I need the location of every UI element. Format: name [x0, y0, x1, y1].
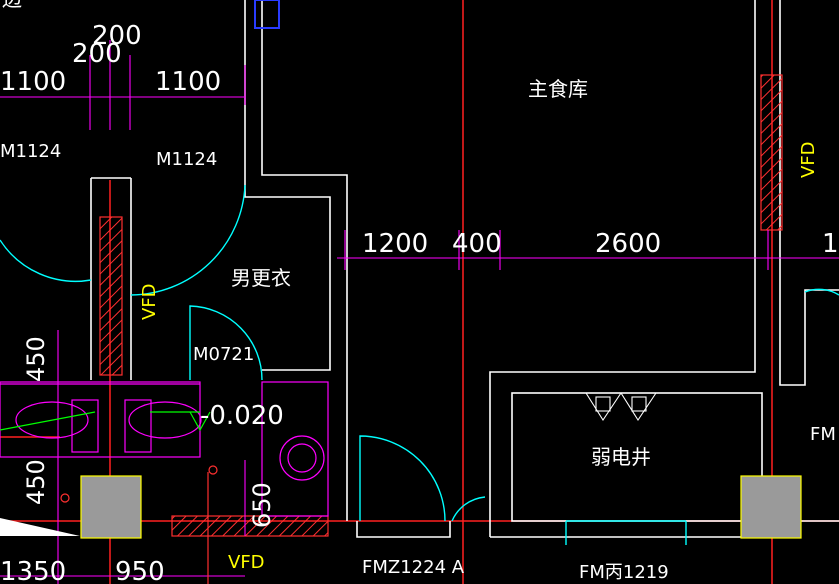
door-tag-fmb1219: FM丙1219	[579, 562, 669, 583]
door-swing-shaft	[565, 520, 687, 545]
door-tag-m1124-right: M1124	[156, 149, 217, 170]
urinal-left	[15, 401, 89, 439]
cut-text-top-left: 边	[2, 0, 22, 11]
hatched-walls	[99, 74, 783, 537]
room-name-main-storage: 主食库	[528, 77, 588, 101]
dim-text-200-a: 200	[92, 21, 142, 51]
hatch-wall-right	[760, 74, 783, 231]
floor-drain-right	[208, 465, 218, 475]
wall-storage-right	[779, 0, 839, 386]
dim-text-200-b: 200	[72, 39, 122, 69]
door-swing-m0721	[189, 305, 263, 381]
fixture-frame-left	[0, 381, 201, 458]
door-swing-m1124-right	[130, 184, 246, 296]
equipment-box-a	[595, 396, 611, 412]
columns	[80, 475, 802, 539]
dim-text-400: 400	[452, 229, 502, 259]
vfd-label-bottom: VFD	[228, 552, 265, 573]
dim-text-cut-1: 1	[822, 229, 839, 259]
floor-drain-left	[60, 493, 70, 503]
hatch-wall-left	[99, 216, 123, 376]
dim-text-650: 650	[248, 482, 276, 528]
vfd-label-middle: VFD	[139, 283, 160, 320]
walls	[90, 0, 839, 538]
level-marker	[0, 411, 211, 432]
dim-text-1100-b: 1100	[155, 67, 221, 97]
dim-text-2600: 2600	[595, 229, 661, 259]
door-tag-m1124-left: M1124	[0, 141, 61, 162]
doors	[0, 184, 839, 545]
wall-corridor	[261, 0, 348, 521]
dim-text-1350: 1350	[0, 557, 66, 584]
door-tag-fmz1224a: FMZ1224 A	[362, 557, 465, 578]
urinal-tank-left	[71, 399, 99, 453]
shaft-equipment	[585, 392, 657, 422]
wall-storage-bottom	[489, 0, 756, 537]
fixtures	[0, 381, 329, 584]
fixture-frame-right	[261, 381, 329, 517]
equipment-triangle-b	[620, 392, 657, 422]
wall-storage-left	[356, 521, 451, 538]
dim-text-950: 950	[115, 557, 165, 584]
urinal-middle	[128, 401, 202, 439]
room-name-men-locker: 男更衣	[231, 266, 291, 290]
room-name-weak-shaft: 弱电井	[591, 445, 651, 469]
dim-text-1200: 1200	[362, 229, 428, 259]
dim-text-1100-a: 1100	[0, 67, 66, 97]
equipment-triangle-a	[585, 392, 622, 422]
column-right	[740, 475, 802, 539]
dim-text-450-b: 450	[22, 459, 50, 505]
door-tag-fm-cut: FM	[810, 424, 836, 445]
equipment-box-b	[631, 396, 647, 412]
door-swing-right-edge	[804, 288, 839, 296]
washbasin-outer	[279, 435, 325, 481]
blue-marker	[254, 0, 280, 29]
vfd-label-upper-right: VFD	[798, 141, 819, 178]
stair-wedge	[0, 518, 80, 536]
column-left	[80, 475, 142, 539]
door-tag-m0721: M0721	[193, 344, 254, 365]
washbasin-inner	[287, 443, 317, 473]
dim-text-450-a: 450	[22, 336, 50, 382]
door-swing-m1124-left	[0, 239, 92, 283]
door-swing-fmz1224a-leaf	[451, 496, 486, 522]
urinal-tank-right	[124, 399, 152, 453]
door-swing-fmz1224a	[359, 435, 446, 522]
wall-corridor-inner	[244, 0, 331, 371]
level-text: -0.020	[200, 401, 284, 431]
hatch-wall-bottom	[171, 515, 329, 537]
